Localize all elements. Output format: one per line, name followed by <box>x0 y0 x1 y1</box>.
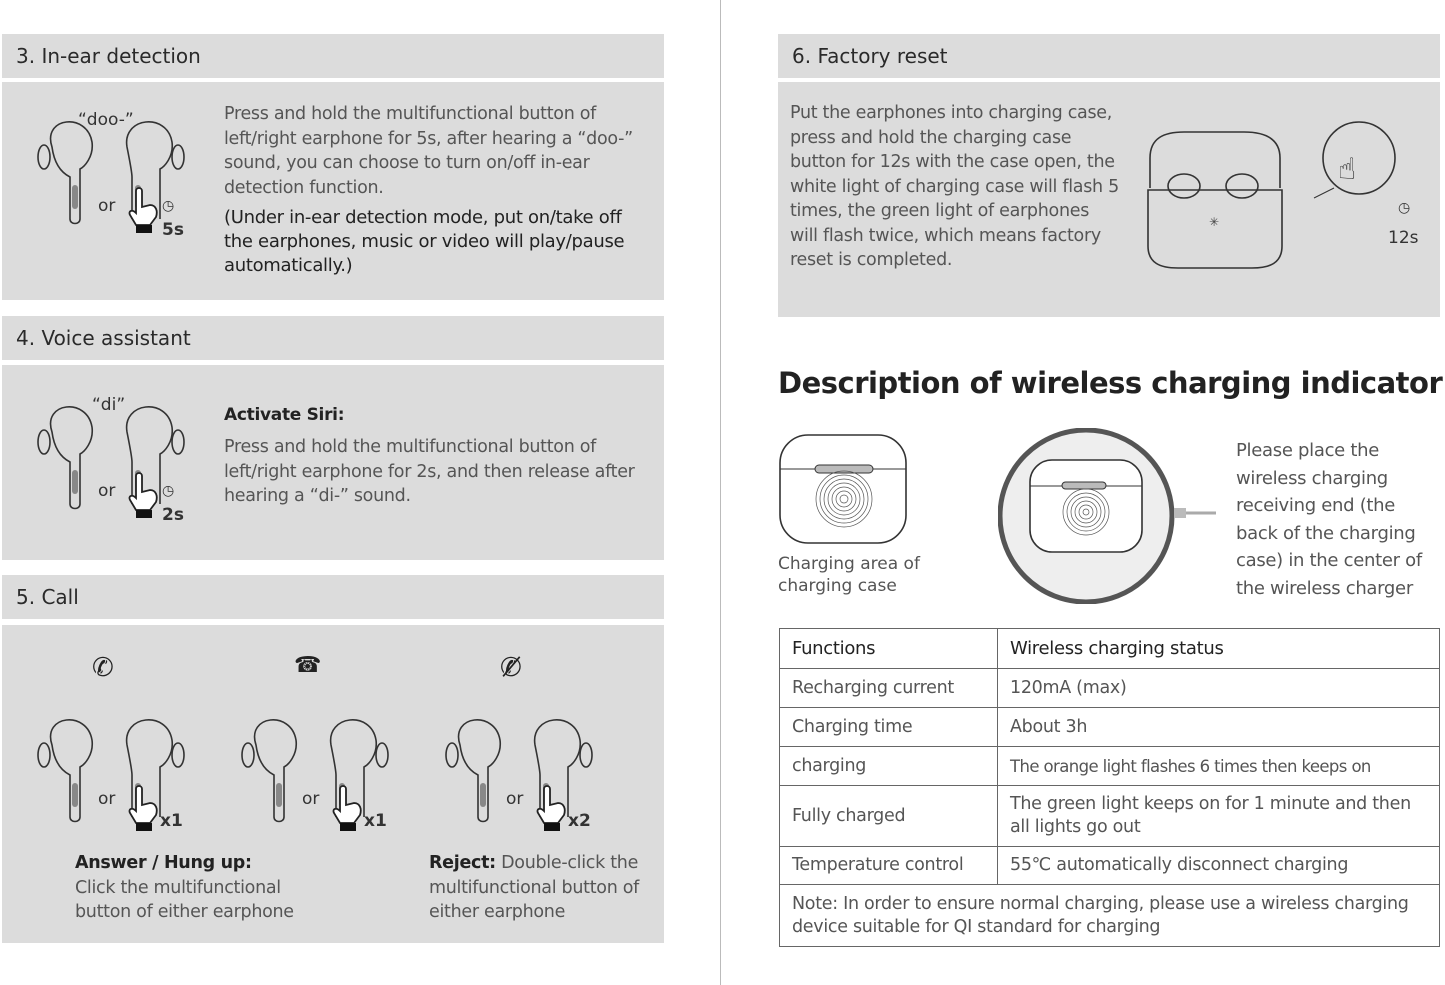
table-cell: charging <box>779 746 998 786</box>
note-text: (Under in-ear detection mode, put on/tak… <box>224 207 625 276</box>
or-label: or <box>302 789 320 809</box>
wireless-charger-illustration <box>998 428 1216 604</box>
duration-label: 5s <box>162 220 184 240</box>
click-count: x1 <box>160 811 183 831</box>
click-count: x1 <box>364 811 387 831</box>
table-cell: Fully charged <box>779 785 998 847</box>
earphones-illustration <box>445 719 593 831</box>
section-header-call: 5. Call <box>2 575 664 619</box>
answer-description: Answer / Hung up: Click the multifunctio… <box>75 851 325 925</box>
earphones-double-click-illustration <box>440 705 600 835</box>
case-caption: Charging area of charging case <box>778 554 920 596</box>
table-note: Note: In order to ensure normal charging… <box>779 884 1440 947</box>
placement-instruction: Please place the wireless charging recei… <box>1236 440 1422 599</box>
or-label: or <box>98 196 116 216</box>
duration-label: 12s <box>1388 228 1419 248</box>
answer-text: Click the multifunctional button of eith… <box>75 877 294 923</box>
clock-icon: ◷ <box>1398 200 1411 216</box>
sound-label: “di” <box>92 395 126 415</box>
or-label: or <box>98 481 116 501</box>
column-header: Wireless charging status <box>997 628 1440 669</box>
table-note-row: Note: In order to ensure normal charging… <box>779 884 1440 947</box>
clock-icon: ◷ <box>162 483 175 499</box>
earphones-illustration <box>241 719 389 831</box>
reject-text: Double-click the multifunctional button … <box>429 853 640 922</box>
earphones-illustration <box>37 406 185 518</box>
table-cell: About 3h <box>997 707 1440 747</box>
or-label: or <box>98 789 116 809</box>
phone-hangup-icon: ☎ <box>294 653 322 678</box>
table-cell: Charging time <box>779 707 998 747</box>
section-title: 3. In-ear detection <box>16 44 201 68</box>
instruction-text: Press and hold the multifunctional butto… <box>224 437 635 506</box>
reject-description: Reject: Double-click the multifunctional… <box>429 851 659 925</box>
table-cell: Recharging current <box>779 668 998 708</box>
earphones-illustration <box>37 121 185 233</box>
phone-reject-icon: ✆̸ <box>500 653 522 683</box>
phone-answer-icon: ✆ <box>92 653 114 683</box>
instruction-text: Put the earphones into charging case, pr… <box>790 103 1119 270</box>
table-cell: 55℃ automatically disconnect charging <box>997 846 1440 885</box>
wireless-charging-title: Description of wireless charging indicat… <box>778 366 1443 400</box>
svg-text:✳: ✳ <box>1209 215 1219 229</box>
earphones-click-illustration <box>32 705 192 835</box>
page-divider <box>720 0 721 985</box>
section-header-in-ear-detection: 3. In-ear detection <box>2 34 664 78</box>
section-in-ear-detection: “doo-” or ◷ 5s Press and hold the multif… <box>2 82 664 300</box>
earphones-press-illustration <box>32 107 192 237</box>
sound-label: “doo-” <box>78 110 134 130</box>
table-cell: The orange light flashes 6 times then ke… <box>997 746 1440 786</box>
section-header-voice-assistant: 4. Voice assistant <box>2 316 664 360</box>
reject-heading: Reject: <box>429 853 496 873</box>
section-factory-reset: Put the earphones into charging case, pr… <box>778 82 1440 317</box>
section-call: ✆ ☎ ✆̸ or or or x1 x1 x2 Answer / Hung u… <box>2 625 664 943</box>
answer-heading: Answer / Hung up: <box>75 853 252 873</box>
hand-press-icon: ☝ <box>1338 152 1357 187</box>
table-header-row: Functions Wireless charging status <box>779 628 1440 669</box>
table-cell: The green light keeps on for 1 minute an… <box>997 785 1440 847</box>
earphones-click-illustration <box>236 705 396 835</box>
section-header-factory-reset: 6. Factory reset <box>778 34 1440 78</box>
section-title: 4. Voice assistant <box>16 326 191 350</box>
or-label: or <box>506 789 524 809</box>
charging-case-back-illustration <box>779 434 907 544</box>
charging-case-open-illustration: ✳ <box>1147 121 1396 269</box>
earphones-illustration <box>37 719 185 831</box>
section-title: 5. Call <box>16 585 79 609</box>
earphones-press-illustration <box>32 392 192 522</box>
column-header: Functions <box>779 628 998 669</box>
siri-heading: Activate Siri: <box>224 405 345 425</box>
clock-icon: ◷ <box>162 198 175 214</box>
instruction-text: Press and hold the multifunctional butto… <box>224 104 633 198</box>
wireless-charging-table: Functions Wireless charging status Recha… <box>779 628 1440 947</box>
table-cell: 120mA (max) <box>997 668 1440 708</box>
click-count: x2 <box>568 811 591 831</box>
section-title: 6. Factory reset <box>792 44 948 68</box>
table-cell: Temperature control <box>779 846 998 885</box>
section-voice-assistant: “di” or ◷ 2s Activate Siri: Press and ho… <box>2 365 664 560</box>
duration-label: 2s <box>162 505 184 525</box>
